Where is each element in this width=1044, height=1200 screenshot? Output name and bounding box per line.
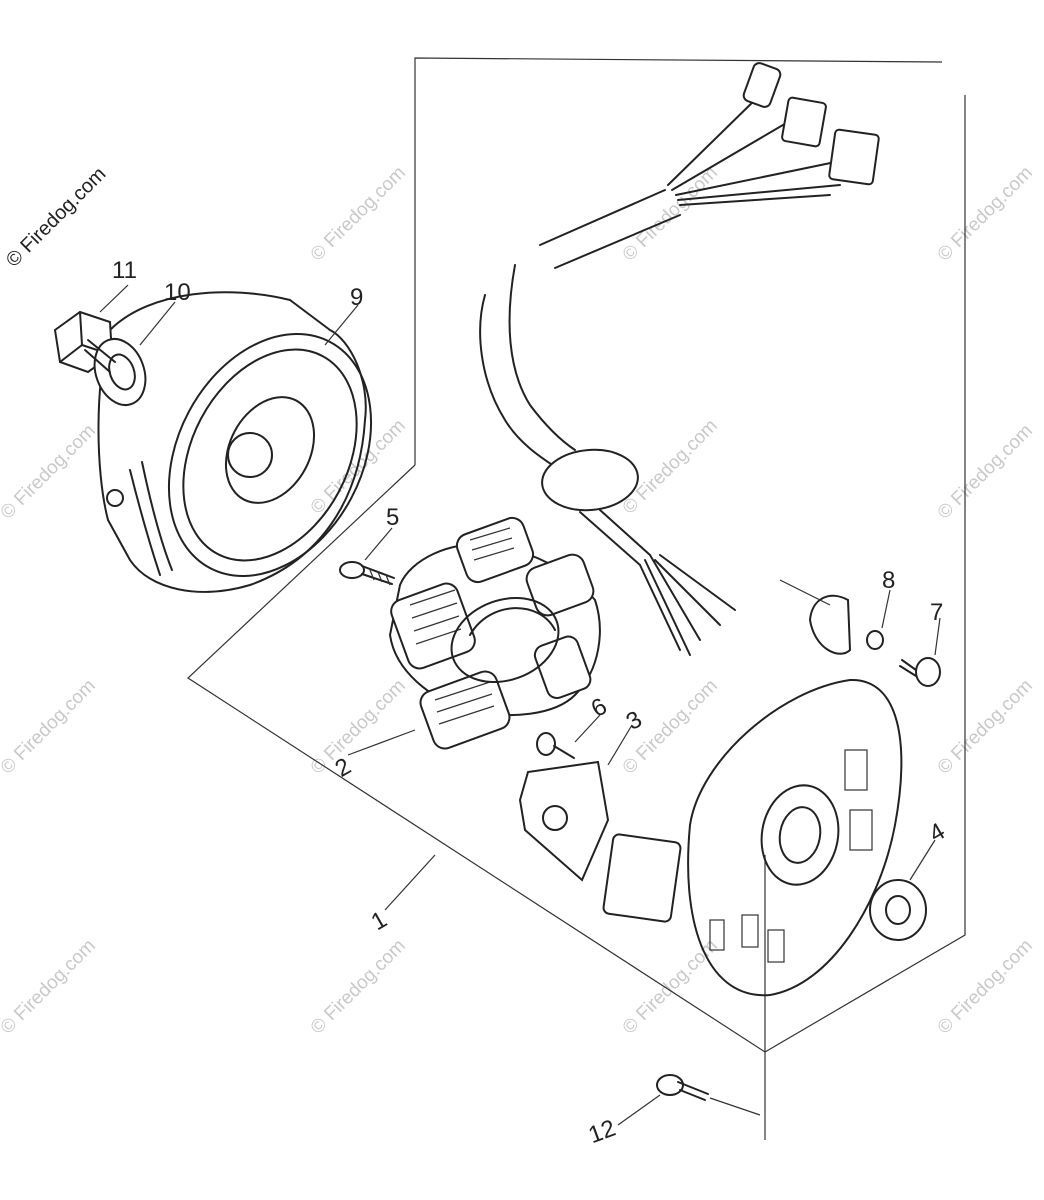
watermark: © Firedog.com [0,420,100,523]
nut-and-washer [53,310,147,406]
flywheel-rotor [97,291,373,593]
watermark: © Firedog.com [934,935,1037,1038]
watermark: © Firedog.com [619,935,722,1038]
screw [339,561,395,586]
oil-seal [869,879,927,941]
watermark: © Firedog.com [0,675,100,778]
base-plate [687,678,903,997]
screw [536,732,575,759]
assembly-outline [187,57,966,1140]
callout-5: 5 [386,504,399,531]
watermark: © Firedog.com [934,675,1037,778]
callout-2: 2 [331,753,356,783]
watermark: © Firedog.com [307,935,410,1038]
callout-4: 4 [925,818,950,848]
callout-3: 3 [622,706,647,736]
watermark: © Firedog.com [0,935,100,1038]
wire-clamp [808,594,941,687]
stator-coil [389,516,601,750]
callout-9: 9 [350,284,363,311]
watermark-main: © Firedog.com [2,163,111,272]
pulse-generator [518,760,682,923]
leader-lines [99,284,941,1126]
watermark: © Firedog.com [307,162,410,265]
watermark: © Firedog.com [934,420,1037,523]
callout-labels: 1 2 3 4 5 6 7 8 9 10 11 12 [112,257,950,1149]
watermark: © Firedog.com [934,162,1037,265]
callout-10: 10 [164,279,191,306]
callout-11: 11 [112,257,137,284]
callout-1: 1 [367,906,392,936]
bolt [656,1074,761,1116]
callout-12: 12 [585,1115,619,1150]
watermark: © Firedog.com [619,162,722,265]
wiring-harness [479,62,880,656]
callout-7: 7 [930,599,943,626]
watermark: © Firedog.com [307,675,410,778]
callout-6: 6 [587,693,612,723]
callout-8: 8 [882,567,895,594]
